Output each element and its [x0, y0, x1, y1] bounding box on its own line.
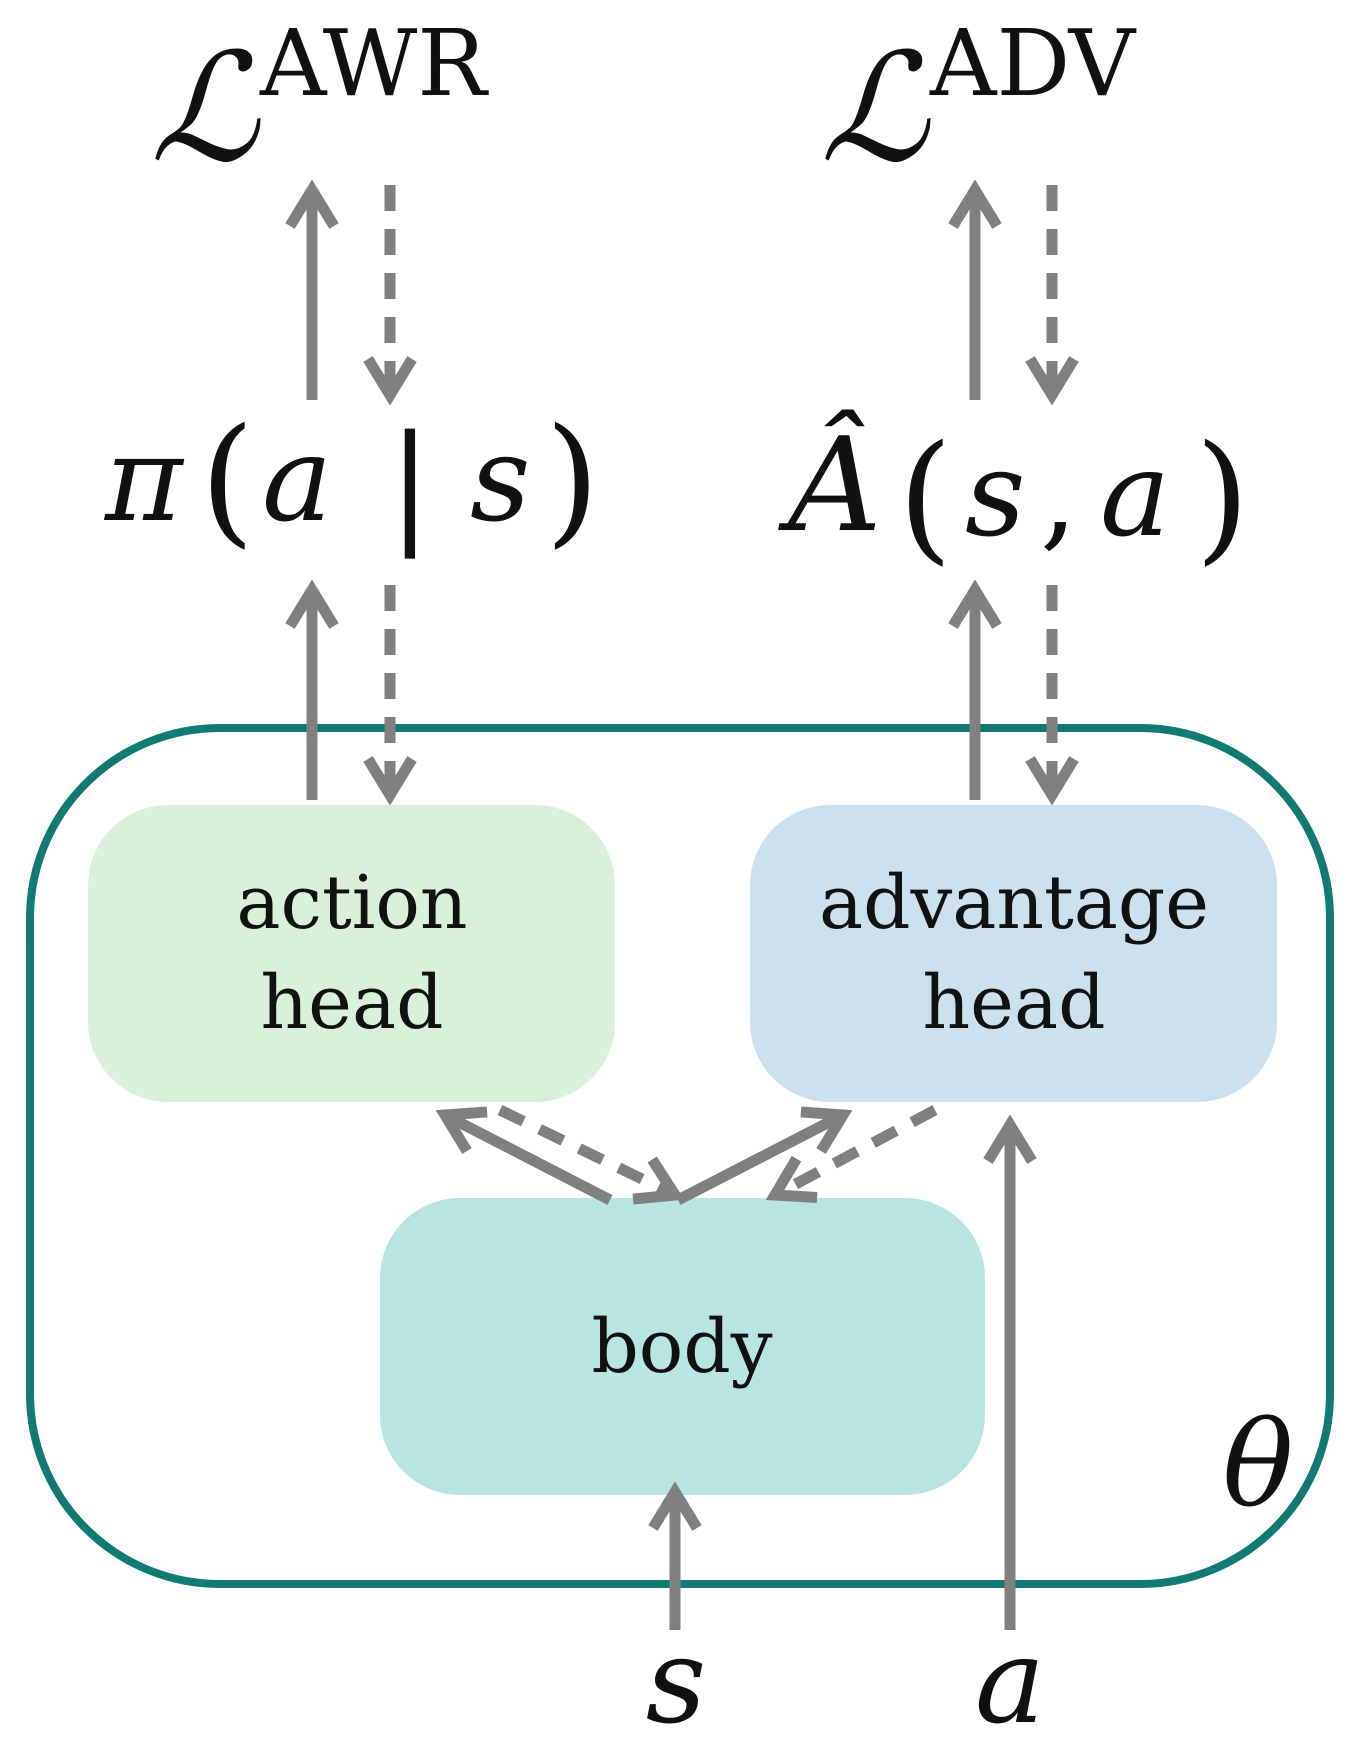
advantage-arg-a: a — [1100, 425, 1170, 563]
advantage-open-paren: ( — [898, 416, 953, 579]
loss-adv-symbol: ℒ — [820, 22, 931, 196]
input-action-label: a — [975, 1612, 1045, 1750]
body-label: body — [591, 1304, 772, 1390]
input-state-label: s — [646, 1612, 707, 1750]
advantage-close-paren: ) — [1195, 416, 1250, 579]
action-head-line2: head — [261, 960, 444, 1046]
policy-output: π ( a | s ) — [103, 399, 600, 562]
advantage-a-hat: Â — [778, 409, 882, 561]
loss-awr-symbol: ℒ — [150, 22, 261, 196]
policy-arg-s: s — [470, 410, 531, 548]
policy-arg-a: a — [262, 410, 332, 548]
policy-given-bar: | — [388, 407, 432, 559]
action-head-line1: action — [236, 860, 467, 946]
advantage-head-line2: head — [923, 960, 1106, 1046]
policy-open-paren: ( — [200, 399, 255, 562]
parameter-theta-label: θ — [1222, 1395, 1293, 1533]
body-box: body — [380, 1198, 985, 1495]
policy-pi: π — [103, 410, 185, 548]
arrow-body-to-advantage-head — [675, 1115, 843, 1205]
advantage-arg-s: s — [965, 425, 1026, 563]
advantage-head-line1: advantage — [819, 860, 1209, 946]
arrow-advantage-grad-to-body — [775, 1105, 938, 1195]
loss-awr-superscript: AWR — [259, 10, 489, 117]
advantage-head-box: advantage head — [750, 805, 1277, 1102]
action-head-box: action head — [88, 805, 615, 1102]
advantage-comma: , — [1040, 425, 1078, 563]
loss-adv-superscript: ADV — [929, 10, 1137, 117]
arrow-action-grad-to-body — [497, 1105, 675, 1195]
arrow-body-to-action-head — [445, 1115, 613, 1205]
policy-close-paren: ) — [545, 399, 600, 562]
advantage-output: Â ( s , a ) — [778, 409, 1250, 579]
loss-awr-label: ℒ AWR — [150, 10, 489, 196]
loss-adv-label: ℒ ADV — [820, 10, 1137, 196]
